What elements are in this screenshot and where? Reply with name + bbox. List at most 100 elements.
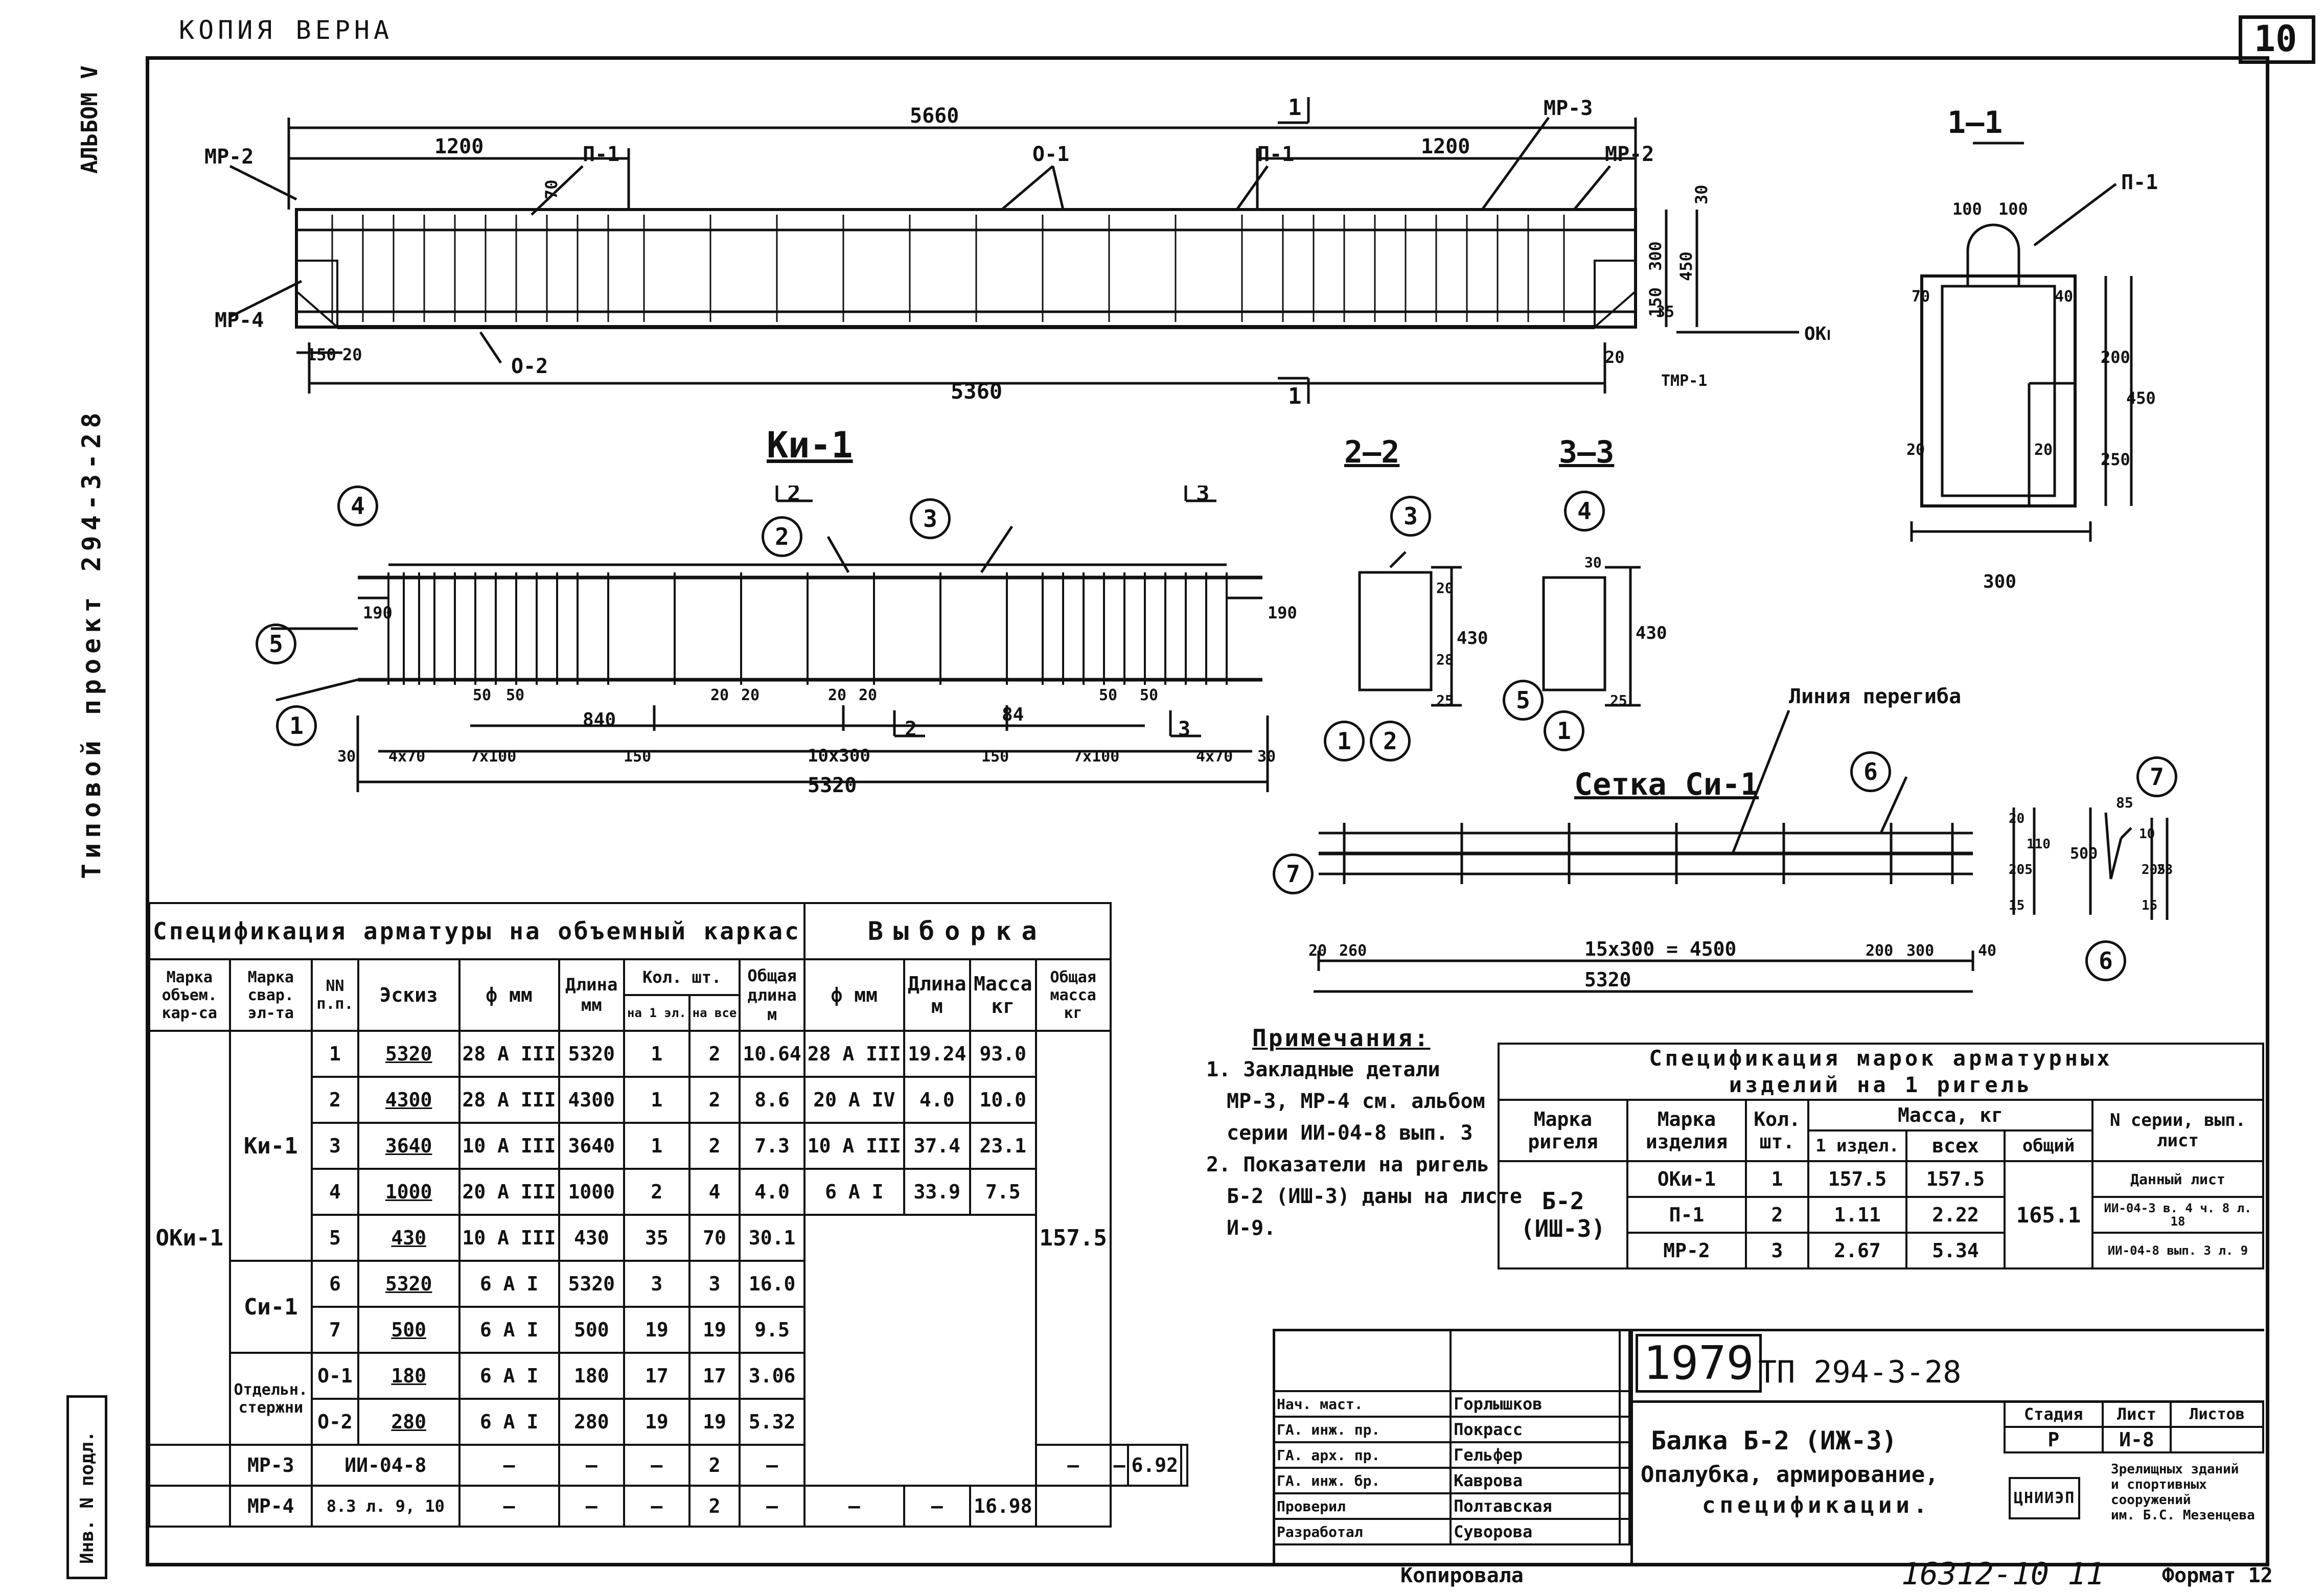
title-hline bbox=[1630, 1400, 2264, 1403]
name-5: Полтавская bbox=[1449, 1492, 1621, 1520]
mesh-drawing: 20 260 15х300 = 4500 200 300 40 5320 20 … bbox=[1308, 710, 2172, 993]
mesh-dim-bottom-2: 15х300 = 4500 bbox=[1584, 938, 1736, 960]
notes-line-3: серии ИИ-04-8 вып. 3 bbox=[1227, 1121, 1473, 1145]
row9-d: 6 А I bbox=[458, 1398, 560, 1446]
h-qty-all: на все bbox=[688, 994, 741, 1032]
sheets-header: Листов bbox=[2170, 1400, 2264, 1428]
h-diam: ф мм bbox=[458, 958, 560, 1032]
section-2-2-marker-3: 3 bbox=[1390, 496, 1431, 537]
sig-empty-3 bbox=[1618, 1329, 1631, 1392]
mesh-dim-bottom-5: 40 bbox=[1978, 942, 1996, 960]
section-2-2-dim-28: 28 bbox=[1436, 651, 1454, 668]
sign-3 bbox=[1618, 1441, 1631, 1469]
ki1-dim-mid-2: 20 bbox=[710, 686, 729, 704]
notes-block: Примечания: 1. Закладные детали МР-3, МР… bbox=[1206, 1022, 1522, 1244]
m-row1-series: Данный лист bbox=[2091, 1160, 2264, 1198]
row3-q1: 1 bbox=[623, 1122, 691, 1170]
row9-q1: 19 bbox=[623, 1398, 691, 1446]
row9-nn: О-2 bbox=[311, 1398, 359, 1446]
h-sel-total: Общая масса кг bbox=[1034, 958, 1112, 1032]
section-2-2-dim-430: 430 bbox=[1457, 628, 1488, 649]
section-1-1-dim-20a: 20 bbox=[1906, 441, 1925, 459]
sel1-d: 28 А III bbox=[803, 1030, 905, 1078]
row7-qa: 19 bbox=[688, 1306, 741, 1354]
row9-tot: 5.32 bbox=[739, 1398, 806, 1446]
row2-tot: 8.6 bbox=[739, 1076, 806, 1124]
ki1-dim-bottom-5: 150 bbox=[981, 748, 1009, 766]
ki1-dim-bottom-7: 4х70 bbox=[1196, 748, 1233, 766]
beam-dim-70: 70 bbox=[542, 179, 561, 199]
mp3-tot: — bbox=[739, 1444, 806, 1487]
row8-d: 6 А I bbox=[458, 1352, 560, 1400]
role-3: ГА. арх. пр. bbox=[1272, 1441, 1452, 1469]
stage-table: Стадия Лист Листов Р И-8 bbox=[2004, 1400, 2264, 1453]
section-1-1-dim-200: 200 bbox=[2101, 348, 2130, 367]
ki1-section-2-top: 2 bbox=[787, 486, 801, 506]
role-6: Разработал bbox=[1272, 1518, 1452, 1545]
row5-sketch: 430 bbox=[357, 1214, 461, 1262]
footer-number: 16312-10 11 bbox=[1901, 1556, 2105, 1592]
m-row3-item: МР-2 bbox=[1626, 1232, 1747, 1269]
ki1-dim-840: 840 bbox=[583, 709, 616, 730]
m-row1-qty: 1 bbox=[1745, 1160, 1809, 1198]
reinforcement-spec-table: Спецификация арматуры на объемный каркас… bbox=[148, 902, 1188, 1528]
sel4-d: 6 А I bbox=[803, 1168, 905, 1216]
sel2-len: 4.0 bbox=[903, 1076, 971, 1124]
drawing-frame bbox=[146, 56, 2269, 1566]
selection-title: Выборка bbox=[803, 902, 1112, 960]
ki1-dim-mid-7: 50 bbox=[1140, 686, 1158, 704]
mp3-ref: ИИ-04-8 bbox=[311, 1444, 461, 1487]
mesh-side1-dim-0: 20 bbox=[2009, 811, 2024, 826]
mesh-dim-bottom-0: 20 bbox=[1308, 942, 1327, 960]
h-qty: Кол. шт. bbox=[623, 958, 741, 996]
row6-tot: 16.0 bbox=[739, 1260, 806, 1308]
section-1-1-dim-250: 250 bbox=[2101, 450, 2130, 469]
sel-total-mass: 157.5 bbox=[1034, 1030, 1112, 1446]
year-box: 1979 bbox=[1636, 1334, 1762, 1393]
beam-dim-300: 300 bbox=[1646, 241, 1665, 271]
sheet-number: 10 bbox=[2254, 18, 2297, 60]
mp3-sel-d: — bbox=[1034, 1444, 1112, 1487]
row2-d: 28 А III bbox=[458, 1076, 560, 1124]
section-3-3-drawing: 30 430 25 bbox=[1542, 554, 1666, 709]
mesh-side2-dim-2: 205 bbox=[2142, 862, 2166, 878]
beam-label-mr2-right: МР-2 bbox=[1605, 143, 1654, 166]
drawing-title-3: спецификации. bbox=[1702, 1492, 1931, 1518]
section-3-3-marker-1: 1 bbox=[1544, 710, 1584, 751]
rigel-cell: Б-2 (ИШ-3) bbox=[1498, 1160, 1628, 1269]
h-one: 1 издел. bbox=[1807, 1129, 1907, 1162]
h-total: общий bbox=[2004, 1129, 2093, 1162]
sig-empty-1 bbox=[1272, 1329, 1452, 1392]
section-2-2-marker-1: 1 bbox=[1324, 721, 1365, 761]
project-side-label: Типовой проект 294-3-28 bbox=[77, 407, 106, 879]
h-mass: Масса, кг bbox=[1807, 1099, 2093, 1132]
row8-nn: О-1 bbox=[311, 1352, 359, 1400]
row4-nn: 4 bbox=[311, 1168, 359, 1216]
row5-q1: 35 bbox=[623, 1214, 691, 1262]
row7-sketch: 500 bbox=[357, 1306, 461, 1354]
sig-empty-2 bbox=[1449, 1329, 1621, 1392]
beam-dim-35: 35 bbox=[1656, 303, 1674, 321]
beam-dim-30: 30 bbox=[1692, 184, 1711, 204]
beam-label-mr2-left: МР-2 bbox=[204, 145, 254, 169]
sel4-mass: 7.5 bbox=[969, 1168, 1037, 1216]
m-row1-one: 157.5 bbox=[1807, 1160, 1907, 1198]
beam-dim-150: 150 bbox=[307, 345, 336, 364]
mesh-dim-bottom-4: 300 bbox=[1906, 942, 1934, 960]
m-row2-all: 2.22 bbox=[1905, 1196, 2006, 1234]
ki1-marker-3: 3 bbox=[910, 498, 951, 539]
mesh-side1-dim-2: 110 bbox=[2027, 837, 2051, 852]
mesh-title: Сетка Си-1 bbox=[1574, 767, 1759, 802]
h-qty: Кол. шт. bbox=[1745, 1099, 1809, 1162]
row4-tot: 4.0 bbox=[739, 1168, 806, 1216]
h-weld: Марка свар. эл-та bbox=[228, 958, 313, 1032]
sign-4 bbox=[1618, 1467, 1631, 1494]
ki1-dim-mid-4: 20 bbox=[828, 686, 846, 704]
section-1-1-dim-100b: 100 bbox=[1998, 199, 2028, 219]
notes-title: Примечания: bbox=[1252, 1024, 1431, 1052]
row2-nn: 2 bbox=[311, 1076, 359, 1124]
mp4-sel-total bbox=[1034, 1485, 1112, 1528]
section-3-3-marker-4: 4 bbox=[1564, 491, 1605, 532]
ki1-dim-bottom-6: 7х100 bbox=[1073, 748, 1119, 766]
section-3-3-dim-25: 25 bbox=[1610, 692, 1627, 709]
